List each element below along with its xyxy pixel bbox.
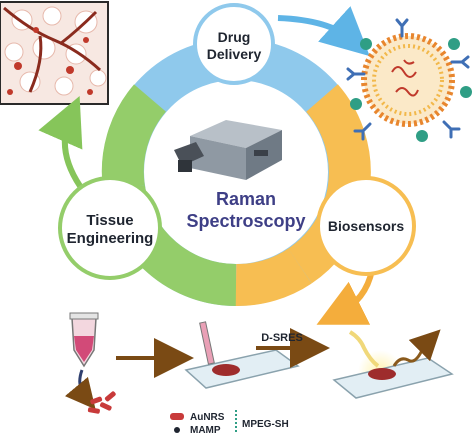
drug-delivery-arrow (277, 6, 370, 57)
eppendorf-tube (69, 312, 99, 368)
biosensors-node: Biosensors (316, 176, 416, 276)
legend: AuNRS MAMP MPEG-SH (170, 410, 289, 436)
legend-aunrs-label: AuNRS (190, 412, 225, 423)
slide-1 (184, 321, 300, 389)
tissue-engineering-node: Tissue Engineering (58, 176, 162, 280)
nanoparticle-image (346, 18, 472, 142)
legend-aunrs-swatch (170, 413, 184, 420)
tissue-engineering-label-line2: Engineering (67, 230, 154, 247)
tissue-engineering-arrow (38, 96, 83, 188)
biosensors-label: Biosensors (328, 218, 404, 234)
raman-spectrometer-image (174, 120, 282, 180)
slide-2 (332, 329, 454, 399)
aunrs-particles (87, 391, 116, 414)
drug-delivery-node: Drug Delivery (193, 3, 275, 85)
biosensors-arrow (316, 269, 375, 325)
drug-delivery-label-line1: Drug (218, 29, 251, 45)
d-sres-label: D-SRES (261, 332, 303, 344)
legend-mpeg-label: MPEG-SH (242, 419, 289, 430)
center-label-line2: Spectroscopy (186, 211, 305, 231)
tissue-engineering-label-line1: Tissue (86, 212, 133, 229)
tissue-image (0, 1, 109, 105)
drug-delivery-label-line2: Delivery (207, 46, 262, 62)
tube-down-arrow (64, 369, 96, 410)
legend-mamp-label: MAMP (190, 425, 221, 436)
center-label-line1: Raman (216, 189, 276, 209)
legend-mamp-swatch (174, 427, 180, 433)
